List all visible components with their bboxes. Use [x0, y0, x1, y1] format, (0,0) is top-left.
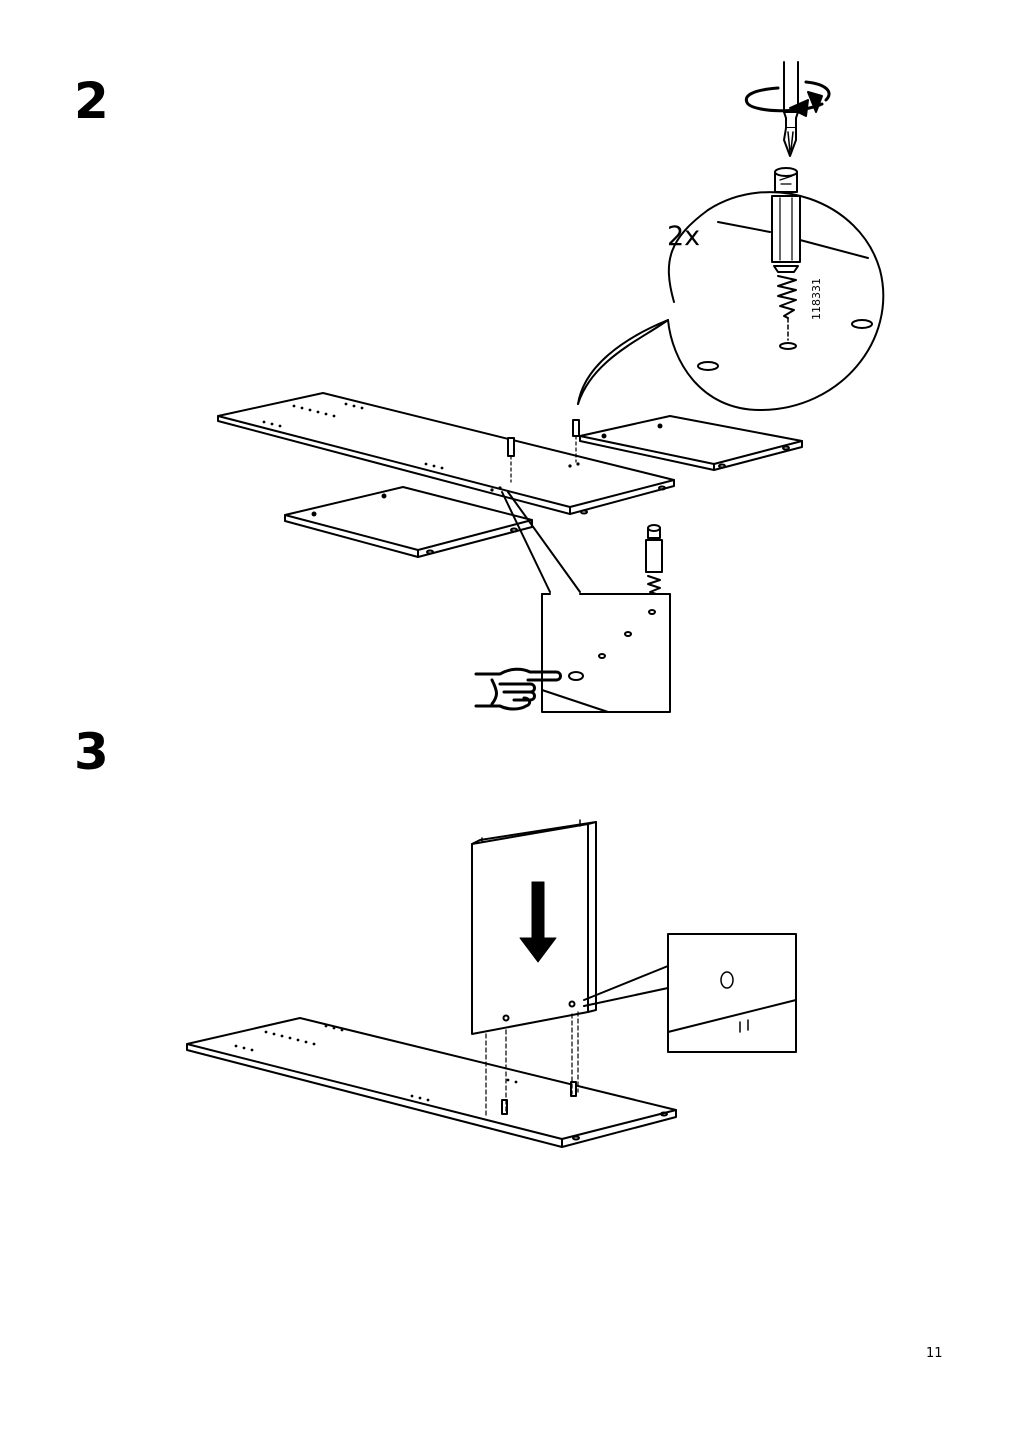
- page-number: 11: [926, 1346, 943, 1361]
- vertical-panel: [471, 819, 597, 1117]
- side-panel-right: [579, 415, 803, 471]
- hole-detail-box: [583, 933, 797, 1053]
- quantity-label: 2x: [667, 221, 700, 252]
- long-panel: [217, 392, 675, 515]
- cam-lock-dowel-icon: [771, 167, 801, 319]
- dowel: [507, 419, 580, 483]
- long-panel: [186, 1017, 677, 1148]
- step-3-number: 3: [74, 723, 109, 781]
- part-number-label: 118331: [810, 278, 823, 320]
- hole-detail-box: [501, 491, 671, 713]
- down-arrow-icon: [519, 881, 557, 963]
- step-2-number: 2: [74, 72, 109, 130]
- side-panel-left: [284, 486, 533, 558]
- rotate-arrow-icon: [745, 80, 831, 117]
- pointing-hand-icon: [474, 667, 562, 711]
- screwdriver-icon: [783, 61, 799, 157]
- magnified-detail-circle: [577, 191, 885, 411]
